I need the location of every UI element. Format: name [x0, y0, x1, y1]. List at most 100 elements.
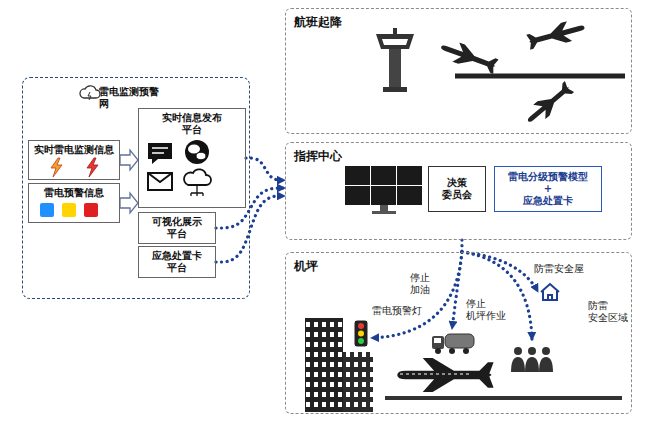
annotation-label: 停止 加油 — [410, 272, 430, 296]
text-group: 雷电监测预警 网 — [99, 86, 159, 110]
block-arrow — [120, 193, 138, 213]
terminal-building — [343, 352, 373, 412]
airplane — [438, 17, 587, 128]
text-group: 雷电预警信息 — [29, 187, 119, 199]
box-text: 可视化展示 平台 — [152, 216, 202, 240]
warning-level-squares — [40, 203, 54, 217]
annotation-label: 停止 机坪作业 — [466, 298, 506, 322]
platform-box: 可视化展示 平台 — [138, 212, 216, 244]
video-wall — [372, 211, 396, 214]
annotation-label: 防雷安全屋 — [534, 263, 584, 275]
apron-airplane — [397, 358, 493, 392]
network-panel: 雷电监测预警 网实时雷电监测信息雷电预警信息 实时信息发布 平台可视化展示 平台应… — [22, 77, 250, 299]
video-wall — [397, 166, 422, 185]
platform-box: 实时信息发布 平台 — [138, 108, 246, 208]
fuel-truck — [432, 336, 444, 349]
annotation-label: 防雷 安全区域 — [588, 300, 628, 324]
platform-box: 应急处置卡 平台 — [138, 246, 216, 278]
text-group: 机坪 — [294, 259, 318, 273]
panel-title: 指挥中心 — [294, 149, 342, 163]
fuel-truck — [445, 334, 474, 348]
people-icon — [514, 347, 522, 355]
airplane — [438, 37, 500, 76]
text-group: 雷电分级预警模型+应急处置卡 — [495, 171, 601, 207]
lightning-icon — [87, 158, 98, 177]
lightning-icon — [51, 158, 62, 177]
airplane — [522, 79, 575, 128]
info-box: 雷电预警信息 — [28, 183, 120, 223]
dotted-connector — [216, 196, 285, 262]
box-text: 决策 委员会 — [442, 177, 472, 201]
runway — [455, 76, 625, 77]
ground-line — [385, 398, 622, 399]
fuel-truck — [434, 338, 441, 343]
text-group: 可视化展示 平台 — [139, 216, 215, 240]
warning-level-squares — [40, 203, 98, 217]
airplane — [525, 17, 587, 52]
dispatch-branch — [371, 252, 462, 338]
box-text: 雷电分级预警模型 — [508, 171, 588, 183]
model-box: 雷电分级预警模型+应急处置卡 — [494, 166, 602, 212]
control-tower — [383, 87, 407, 92]
box-text: + — [544, 183, 552, 195]
people-icon — [511, 357, 525, 372]
warning-light — [358, 331, 364, 337]
fuel-truck — [449, 348, 455, 354]
video-wall — [397, 186, 422, 205]
region-panel: 机坪 — [285, 252, 632, 414]
terminal-building — [305, 318, 343, 412]
dotted-connector — [216, 188, 285, 228]
dispatch-branch — [452, 252, 462, 329]
video-wall — [371, 186, 396, 205]
terminal-building — [305, 318, 343, 412]
message-icon — [148, 143, 172, 164]
box-text: 应急处置卡 平台 — [152, 250, 202, 274]
text-group: 决策 委员会 — [429, 177, 485, 201]
panel-title: 航班起降 — [294, 15, 342, 29]
wechat-icon — [185, 140, 209, 164]
cloud-network-icon — [191, 185, 203, 196]
control-tower — [393, 28, 397, 34]
message-icon — [152, 148, 168, 153]
box-text: 应急处置卡 — [523, 195, 573, 207]
control-tower — [389, 49, 401, 87]
committee-box: 决策 委员会 — [428, 166, 486, 212]
wechat-icon — [196, 152, 206, 160]
people-icon — [539, 357, 553, 372]
video-wall — [345, 186, 370, 205]
fuel-truck — [432, 334, 474, 354]
shelter-house-icon — [541, 284, 559, 300]
cloud-network-icon — [184, 169, 211, 185]
text-group: 航班起降 — [294, 15, 342, 29]
text-group: 应急处置卡 平台 — [139, 250, 215, 274]
video-wall — [380, 205, 388, 211]
box-text: 实时雷电监测信息 — [34, 144, 114, 156]
airplane — [438, 37, 500, 76]
mail-icon — [148, 173, 172, 190]
region-panel: 航班起降 — [285, 8, 632, 134]
ground-line — [385, 396, 622, 400]
control-tower — [376, 34, 414, 49]
info-box: 实时雷电监测信息 — [28, 140, 120, 180]
fuel-truck — [435, 348, 441, 354]
dotted-connector — [460, 240, 463, 252]
warning-light — [354, 320, 368, 347]
dispatch-branch — [462, 252, 532, 340]
cloud-network-icon — [184, 169, 211, 196]
warning-light — [358, 323, 364, 329]
airplane — [525, 17, 587, 52]
panel-title: 雷电监测预警 网 — [99, 86, 159, 110]
runway — [455, 74, 625, 79]
warning-level-squares — [84, 203, 98, 217]
control-tower — [376, 28, 414, 92]
dotted-connector — [246, 158, 285, 180]
people-icon — [542, 347, 550, 355]
warning-light — [354, 320, 368, 347]
terminal-building — [305, 318, 373, 412]
shelter-house-icon — [541, 284, 559, 300]
cloud-icon — [88, 92, 91, 100]
